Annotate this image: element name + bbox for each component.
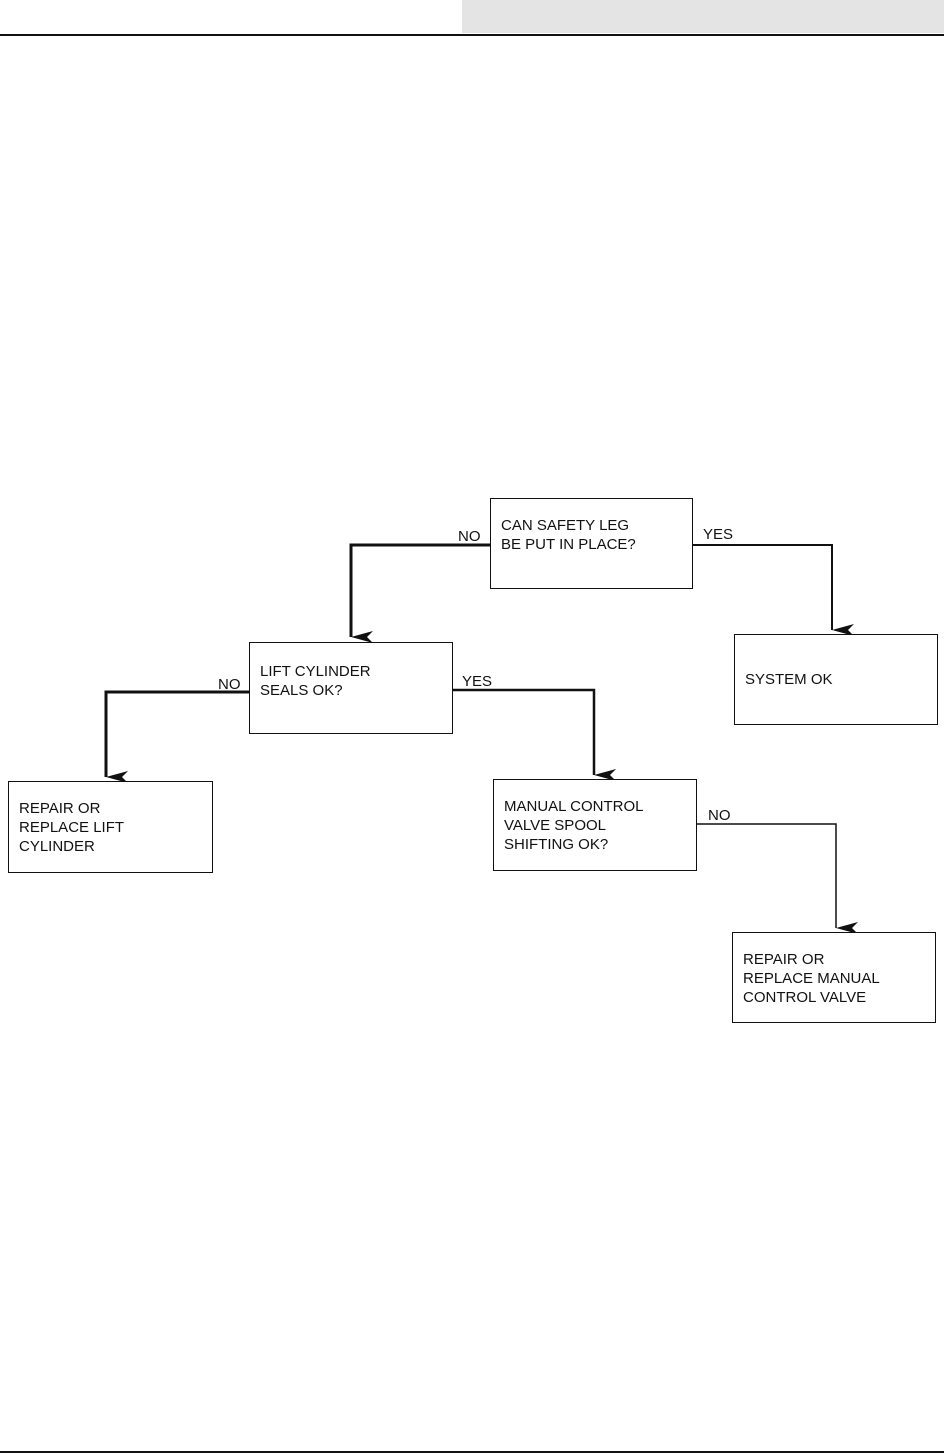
decision-spool-shifting: MANUAL CONTROL VALVE SPOOL SHIFTING OK? <box>493 779 697 871</box>
decision-safety-leg: CAN SAFETY LEG BE PUT IN PLACE? <box>490 498 693 589</box>
connector-seals-no <box>104 690 249 783</box>
result-system-ok: SYSTEM OK <box>734 634 938 725</box>
action-repair-lift-cylinder: REPAIR OR REPLACE LIFT CYLINDER <box>8 781 213 873</box>
connector-spool-no <box>697 823 858 934</box>
edge-label-spool-no: NO <box>708 807 731 824</box>
decision-lift-cylinder-seals: LIFT CYLINDER SEALS OK? <box>249 642 453 734</box>
connector-safety-leg-no <box>349 543 490 643</box>
edge-label-safety-leg-no: NO <box>458 528 481 545</box>
edge-label-seals-yes: YES <box>462 673 493 690</box>
action-repair-control-valve: REPAIR OR REPLACE MANUAL CONTROL VALVE <box>732 932 936 1023</box>
connector-seals-yes <box>453 688 616 781</box>
connector-safety-leg-yes <box>693 544 854 636</box>
header-shade-bar <box>462 0 944 33</box>
edge-label-seals-no: NO <box>218 676 241 693</box>
edge-label-safety-leg-yes: YES <box>703 526 734 543</box>
footer-rule <box>0 1451 944 1453</box>
header-rule <box>0 34 944 36</box>
